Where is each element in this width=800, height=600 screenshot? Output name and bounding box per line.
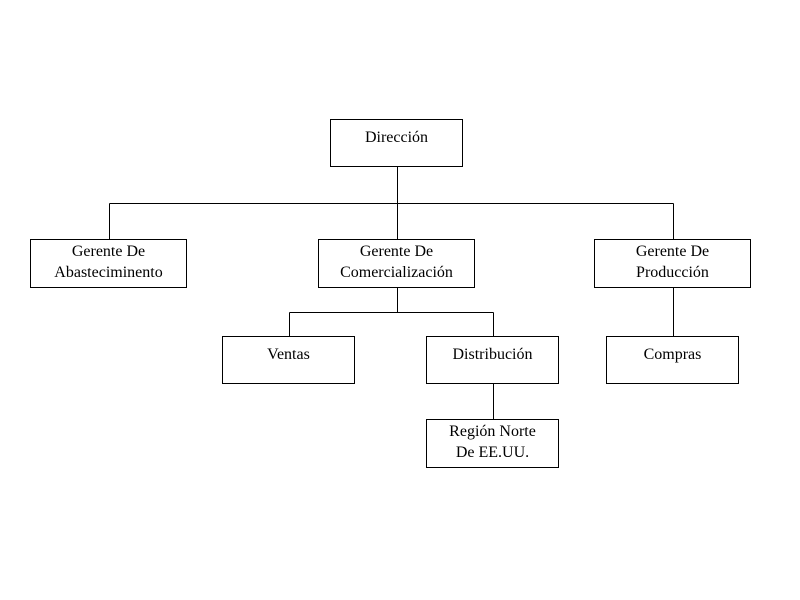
node-distribucion: Distribución [426, 336, 559, 384]
node-gerente-produccion: Gerente De Producción [594, 239, 751, 288]
node-compras: Compras [606, 336, 739, 384]
node-ventas: Ventas [222, 336, 355, 384]
node-gerente-comercializacion: Gerente De Comercialización [318, 239, 475, 288]
node-direccion: Dirección [330, 119, 463, 167]
node-gerente-abastecimiento: Gerente De Abasteciminento [30, 239, 187, 288]
node-region-norte: Región Norte De EE.UU. [426, 419, 559, 468]
